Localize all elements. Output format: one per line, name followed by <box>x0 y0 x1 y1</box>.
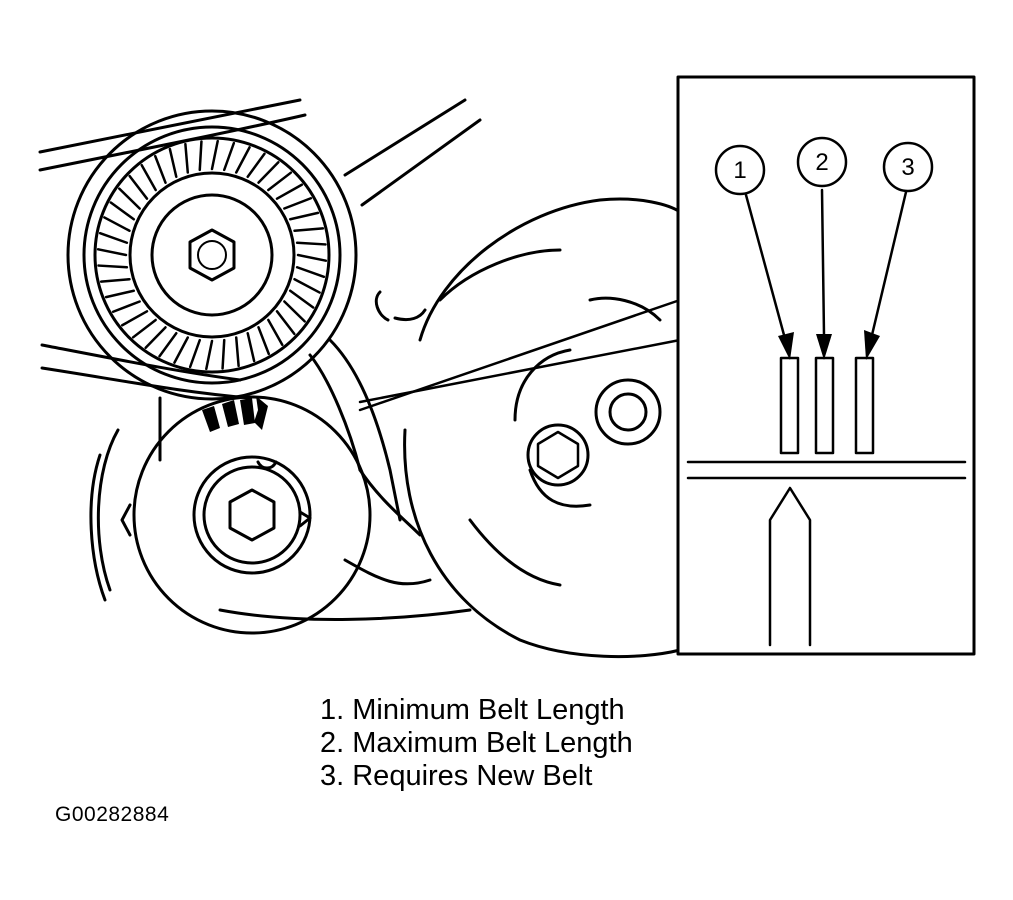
pulley-rib <box>267 171 293 192</box>
pulley-rib <box>267 318 284 347</box>
legend-item-3: 3. Requires New Belt <box>320 760 593 792</box>
pulley-rib <box>288 289 315 309</box>
pulley-rib <box>111 300 141 314</box>
pulley-rib <box>140 163 157 192</box>
pulley-rib <box>97 264 129 269</box>
pulley-rib <box>234 336 240 368</box>
callout-2-number: 2 <box>815 149 828 176</box>
legend: 1. Minimum Belt Length 2. Maximum Belt L… <box>320 694 633 793</box>
legend-item-2: 2. Maximum Belt Length <box>320 727 633 759</box>
pulley-rib <box>234 146 251 174</box>
legend-item-1: 1. Minimum Belt Length <box>320 694 625 726</box>
pulley-rib <box>153 154 167 184</box>
pulley-rib <box>222 141 236 172</box>
pulley-rib <box>128 174 149 200</box>
pulley-rib <box>283 300 306 323</box>
pulley-rib <box>295 265 326 279</box>
pulley-rib <box>184 142 190 174</box>
pulley-rib <box>246 152 266 179</box>
pulley-rib <box>188 338 202 369</box>
pulley-rib <box>288 211 320 221</box>
pulley-rib <box>173 336 190 364</box>
pulley-rib <box>118 187 141 210</box>
callout-3-number: 3 <box>901 154 914 181</box>
pulley-rib <box>96 248 128 257</box>
pulley-rib <box>295 241 327 246</box>
callout-1-number: 1 <box>733 157 746 184</box>
crankshaft-pulley <box>374 197 682 659</box>
rotation-arrow-icon <box>202 396 268 432</box>
tensioner-assembly <box>89 338 472 635</box>
callout-1: 1 <box>714 144 766 196</box>
pulley-rib <box>293 227 325 233</box>
pulley-rib <box>103 216 131 233</box>
pulley-rib <box>104 289 136 299</box>
callout-2: 2 <box>796 136 848 188</box>
pulley-rib <box>210 139 219 171</box>
callout-3: 3 <box>882 141 934 193</box>
figure-id: G00282884 <box>55 803 170 826</box>
pulley-rib <box>205 339 214 371</box>
pulley-rib <box>257 161 280 184</box>
pulley-rib <box>221 338 226 370</box>
pulley-rib <box>198 140 203 172</box>
pulley-rib <box>283 196 313 210</box>
pulley-rib <box>158 331 178 358</box>
pulley-rib <box>98 231 129 245</box>
pulley-rib <box>246 331 256 363</box>
pulley-rib <box>296 253 328 262</box>
pulley-rib <box>275 310 296 336</box>
pulley-rib <box>144 326 167 349</box>
pulley-rib <box>120 310 149 327</box>
pulley-rib <box>257 326 271 356</box>
pulley-rib <box>99 277 131 283</box>
pulley-rib <box>275 183 304 200</box>
pulley-rib <box>168 147 178 179</box>
idler-pulley <box>38 98 482 401</box>
pulley-rib <box>109 201 136 221</box>
pulley-rib <box>293 277 321 294</box>
pulley-rib <box>131 318 157 339</box>
